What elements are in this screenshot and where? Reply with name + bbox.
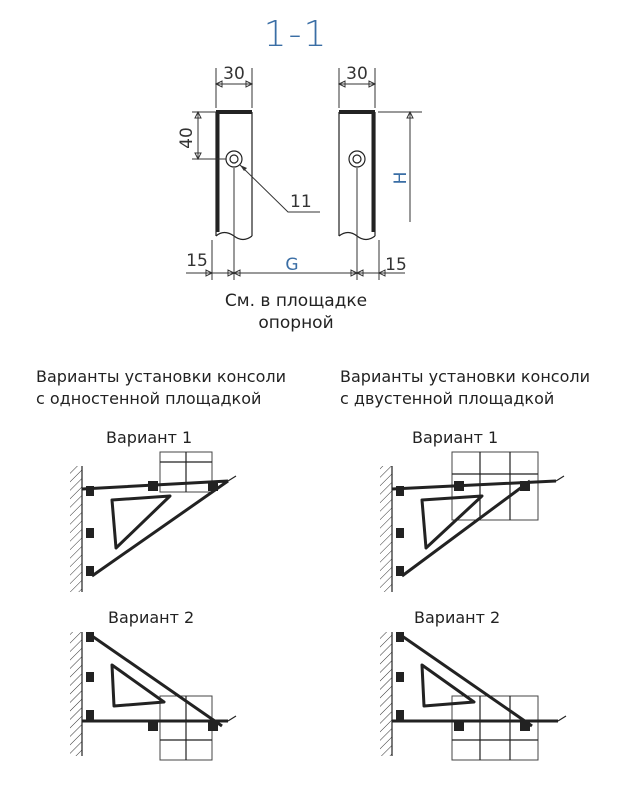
left-variant-1-drawing — [70, 451, 237, 592]
right-caption-line-2: с двустенной площадкой — [340, 389, 554, 408]
left-variant-2-label: Вариант 2 — [108, 608, 194, 627]
right-post — [338, 110, 376, 241]
note-line-2: опорной — [258, 313, 333, 333]
section-title: 1-1 — [264, 14, 329, 55]
left-caption-line-2: с одностенной площадкой — [36, 389, 261, 408]
note-line-1: См. в площадке — [225, 291, 367, 311]
dim-height-h: H — [391, 172, 411, 185]
dim-hole-11: 11 — [290, 192, 312, 212]
right-variant-2-drawing — [380, 632, 567, 761]
right-variant-2-label: Вариант 2 — [414, 608, 500, 627]
dim-vertical-40: 40 — [177, 127, 197, 149]
left-variant-1-label: Вариант 1 — [106, 428, 192, 447]
dim-left-width: 30 — [223, 64, 245, 84]
dim-right-width: 30 — [346, 64, 368, 84]
dim-right-offset: 15 — [385, 255, 407, 275]
dim-gap-g: G — [285, 255, 298, 275]
right-caption-line-1: Варианты установки консоли — [340, 367, 590, 386]
right-variant-1-label: Вариант 1 — [412, 428, 498, 447]
dim-left-offset: 15 — [186, 251, 208, 271]
right-variant-1-drawing — [380, 451, 565, 592]
left-variant-2-drawing — [70, 632, 237, 761]
left-caption-line-1: Варианты установки консоли — [36, 367, 286, 386]
